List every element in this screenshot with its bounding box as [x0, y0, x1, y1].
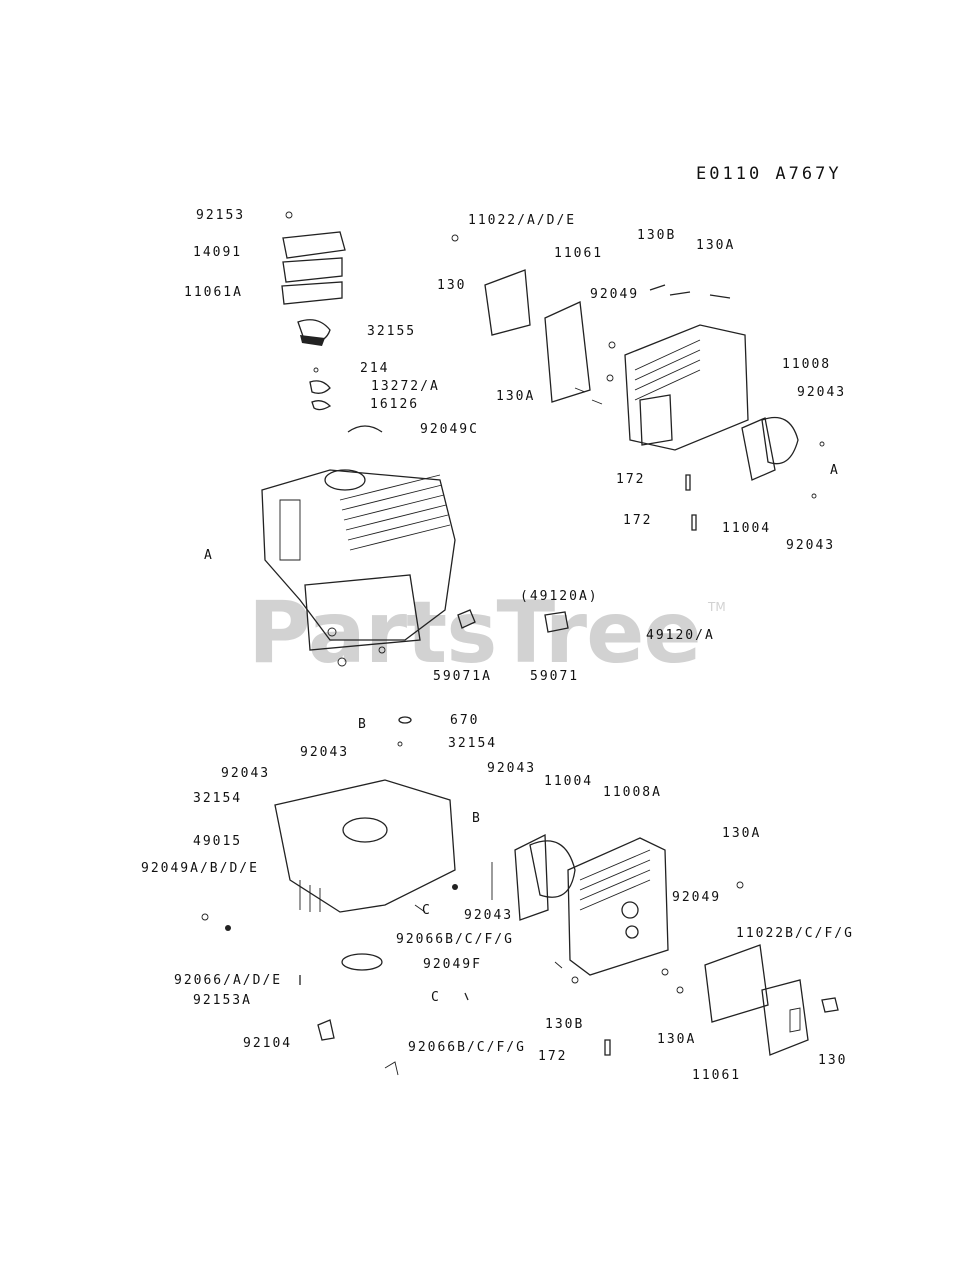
- callout-92049-top: 92049: [590, 287, 640, 302]
- callout-130-bottom: 130: [818, 1053, 848, 1068]
- callout-32154-left: 32154: [193, 791, 243, 806]
- callout-11061-top: 11061: [554, 246, 604, 261]
- callout-b-mid: B: [472, 811, 482, 826]
- callout-130a-bottom: 130A: [657, 1032, 697, 1047]
- callout-92043-bottom: 92043: [464, 908, 514, 923]
- air-cleaner-cover-parts: [281, 211, 383, 433]
- callout-214: 214: [360, 361, 390, 376]
- callout-92104: 92104: [243, 1036, 293, 1051]
- callout-92066bcfg-2: 92066B/C/F/G: [408, 1040, 526, 1055]
- callout-92043-right-2: 92043: [786, 538, 836, 553]
- callout-32154-mid: 32154: [448, 736, 498, 751]
- callout-172-top-1: 172: [616, 472, 646, 487]
- watermark: PartsTree: [248, 583, 702, 683]
- callout-92043-mid-2: 92043: [221, 766, 271, 781]
- callout-11004-top: 11004: [722, 521, 772, 536]
- callout-92153a: 92153A: [193, 993, 252, 1008]
- callout-49120a: 49120/A: [646, 628, 715, 643]
- callout-c-bottom: C: [431, 990, 441, 1005]
- callout-130a-top-right: 130A: [696, 238, 736, 253]
- callout-92043-right-1: 92043: [797, 385, 847, 400]
- callout-11008a: 11008A: [603, 785, 662, 800]
- callout-13272a: 13272/A: [371, 379, 440, 394]
- callout-a-left: A: [204, 548, 214, 563]
- callout-130-top: 130: [437, 278, 467, 293]
- callout-11022bcfg: 11022B/C/F/G: [736, 926, 854, 941]
- callout-130a-bottom-right: 130A: [722, 826, 762, 841]
- callout-11061a: 11061A: [184, 285, 243, 300]
- callout-92049f: 92049F: [423, 957, 482, 972]
- callout-11061-bottom: 11061: [692, 1068, 742, 1083]
- callout-14091: 14091: [193, 245, 243, 260]
- callout-59071a: 59071A: [433, 669, 492, 684]
- callout-49015: 49015: [193, 834, 243, 849]
- callout-59071: 59071: [530, 669, 580, 684]
- callout-16126: 16126: [370, 397, 420, 412]
- callout-92153: 92153: [196, 208, 246, 223]
- callout-c-mid: C: [422, 903, 432, 918]
- callout-49120a-paren: (49120A): [520, 589, 599, 604]
- cylinder-head-lower: [491, 833, 839, 1056]
- callout-130a-top-left: 130A: [496, 389, 536, 404]
- callout-32155: 32155: [367, 324, 417, 339]
- callout-92043-mid-1: 92043: [300, 745, 350, 760]
- callout-92049c: 92049C: [420, 422, 479, 437]
- callout-a-right: A: [830, 463, 840, 478]
- crankcase-lower: [201, 716, 469, 1076]
- callout-130b-top: 130B: [637, 228, 677, 243]
- callout-92066bcfg-1: 92066B/C/F/G: [396, 932, 514, 947]
- callout-11008: 11008: [782, 357, 832, 372]
- diagram-code: E0110 A767Y: [696, 164, 842, 184]
- callout-670: 670: [450, 713, 480, 728]
- callout-130b-bottom: 130B: [545, 1017, 585, 1032]
- cylinder-head-upper: [451, 234, 825, 531]
- callout-92049abde: 92049A/B/D/E: [141, 861, 259, 876]
- callout-92043-mid-3: 92043: [487, 761, 537, 776]
- callout-11022ade: 11022/A/D/E: [468, 213, 577, 228]
- callout-b-top: B: [358, 717, 368, 732]
- callout-172-bottom: 172: [538, 1049, 568, 1064]
- cylinder-block: [261, 469, 569, 667]
- callout-92066ade: 92066/A/D/E: [174, 973, 283, 988]
- callout-92049-bottom: 92049: [672, 890, 722, 905]
- watermark-trademark: TM: [708, 600, 726, 614]
- callout-11004-bottom: 11004: [544, 774, 594, 789]
- callout-172-top-2: 172: [623, 513, 653, 528]
